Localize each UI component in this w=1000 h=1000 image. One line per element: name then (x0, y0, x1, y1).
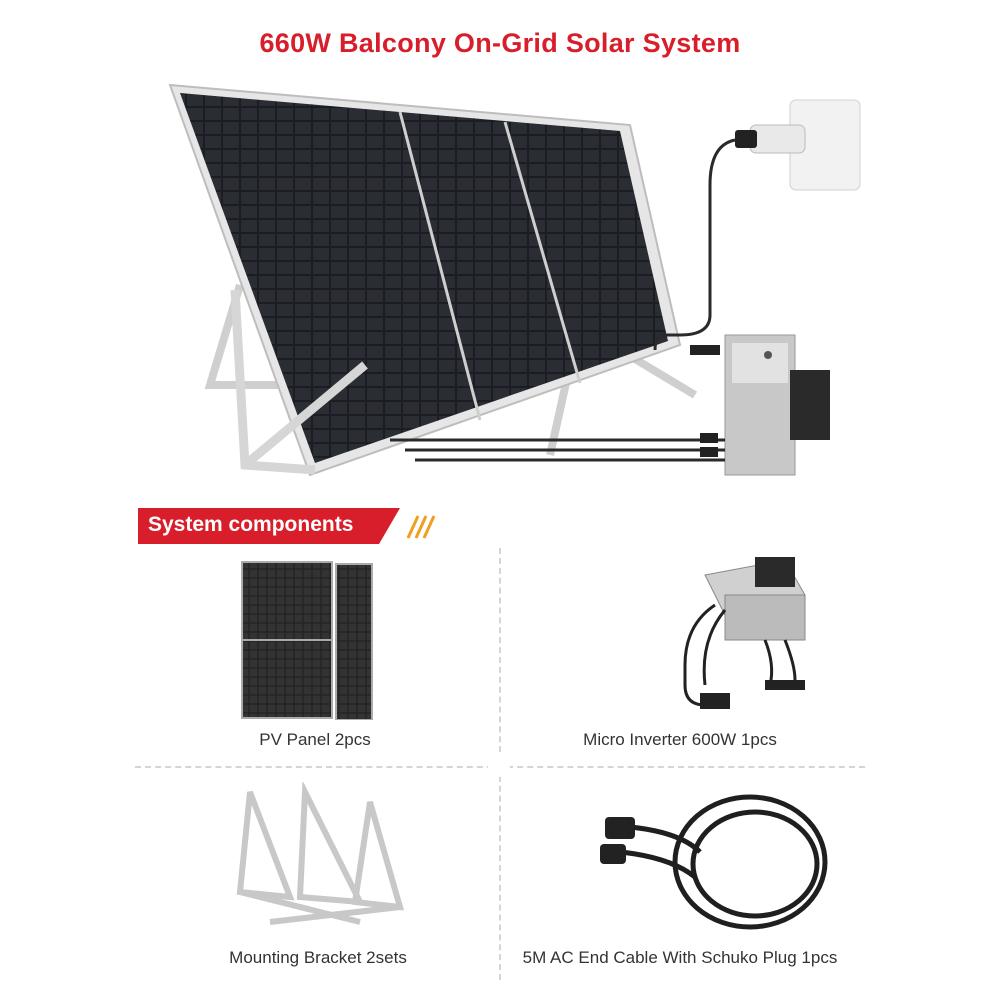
component-micro-inverter (555, 555, 915, 725)
caption-micro-inverter: Micro Inverter 600W 1pcs (583, 730, 777, 749)
component-pv-panel (130, 560, 490, 720)
section-badge-label: System components (148, 513, 354, 536)
caption-ac-cable: 5M AC End Cable With Schuko Plug 1pcs (522, 948, 838, 967)
pv-panel-image (241, 561, 373, 720)
section-badge-bg (138, 508, 400, 544)
caption-mounting-bracket: Mounting Bracket 2sets (229, 948, 407, 967)
caption-pv-panel: PV Panel 2pcs (259, 730, 371, 749)
component-ac-cable (540, 782, 900, 942)
page-title: 660W Balcony On-Grid Solar System (259, 28, 741, 58)
grid-divider-cross (488, 755, 510, 777)
component-mounting-bracket (140, 782, 500, 932)
micro-inverter-image (683, 557, 806, 709)
solar-system-illustration (168, 83, 861, 477)
mounting-bracket-image (236, 782, 405, 925)
ac-cable-image (600, 794, 828, 930)
slash-decoration-icon (406, 515, 436, 539)
